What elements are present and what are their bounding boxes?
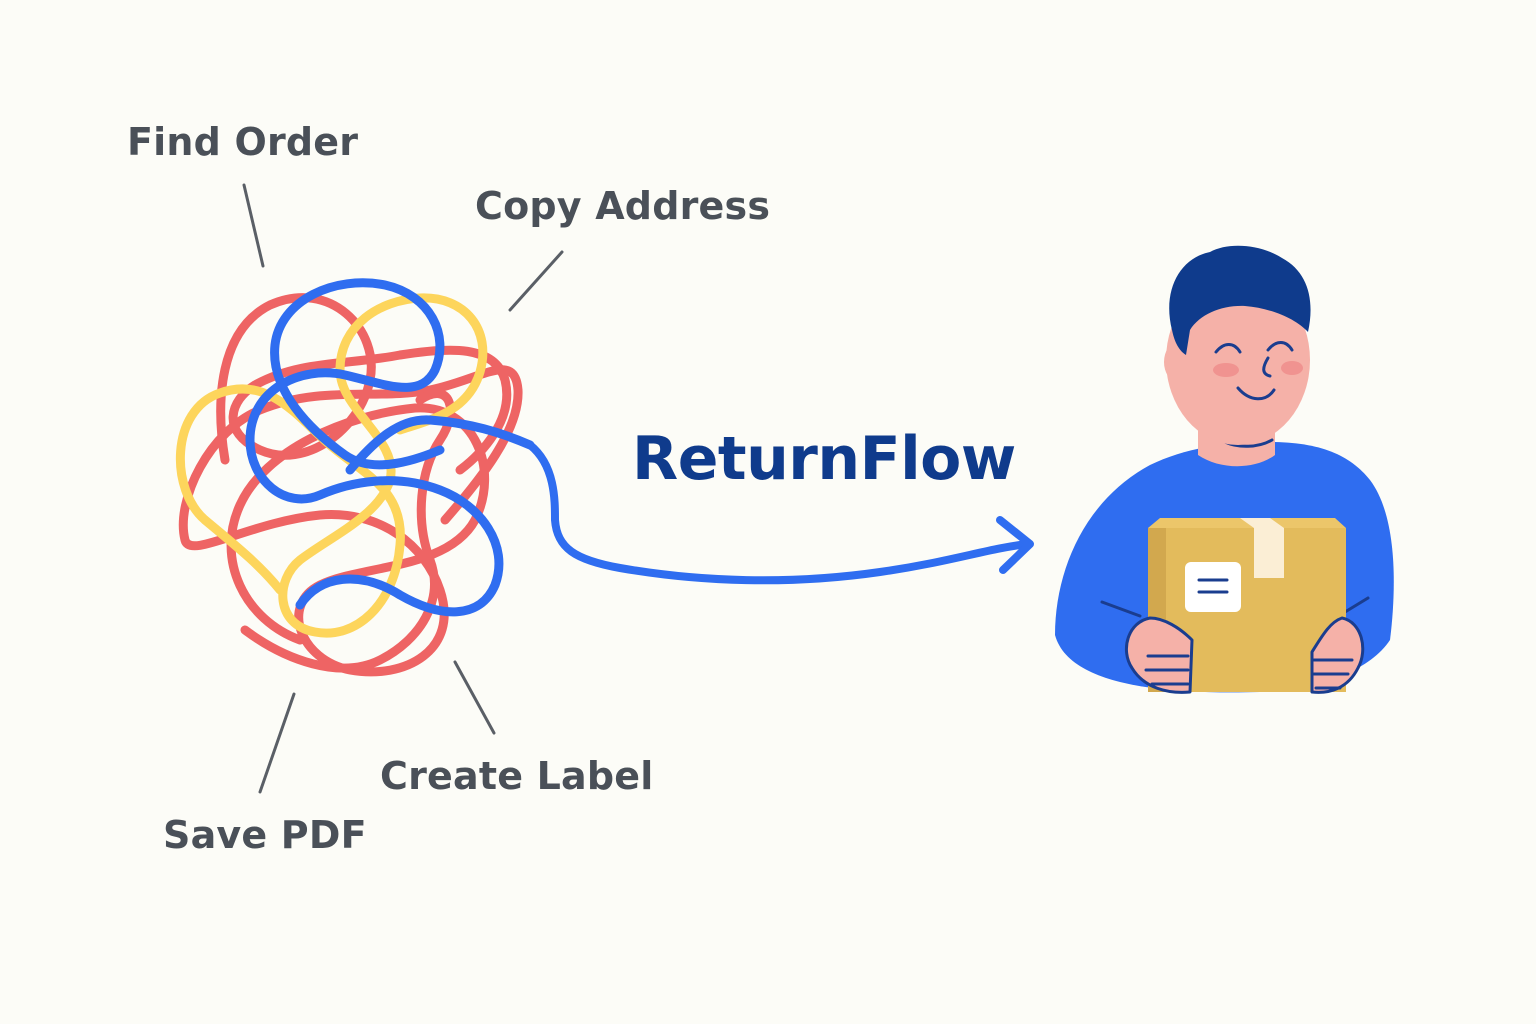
person-right-eye [1266,341,1294,352]
tangled-lines-icon [175,278,535,677]
brand-title: ReturnFlow [632,424,1016,494]
leader-line-create-label [453,660,496,735]
leader-lines [242,183,564,794]
leader-line-copy-address [508,250,564,312]
person-left-cheek [1213,363,1239,377]
leader-line-save-pdf [258,692,296,794]
tangle-strand-red-2 [216,293,512,475]
person-hair [1169,245,1311,355]
package-label [1185,562,1241,612]
person-left-fingers [1144,654,1190,686]
flow-arrow-head [996,516,1034,574]
step-label-create-label: Create Label [380,754,654,798]
person-right-fingers [1312,658,1354,690]
flow-arrow-path [526,441,1032,585]
step-label-find-order: Find Order [127,120,359,164]
step-label-copy-address: Copy Address [475,184,771,228]
tangle-strand-blue-1 [245,278,504,617]
package-tape [1240,518,1284,578]
person-mouth [1236,386,1276,401]
person-left-arm-line [1100,600,1142,618]
person-nose [1262,356,1272,378]
person-right-arm-line [1343,596,1370,614]
person-left-eye [1214,343,1242,354]
arrow-right-icon [526,441,1034,585]
tangle-strand-blue-2 [345,415,535,475]
step-label-save-pdf: Save PDF [163,813,367,857]
leader-line-find-order [242,183,265,268]
tangle-strand-yellow-1 [175,293,488,638]
happy-person-with-package-icon [1055,245,1394,694]
person-ear [1164,342,1192,382]
person-right-cheek [1281,361,1303,375]
tangle-strand-yellow-2 [200,515,285,595]
